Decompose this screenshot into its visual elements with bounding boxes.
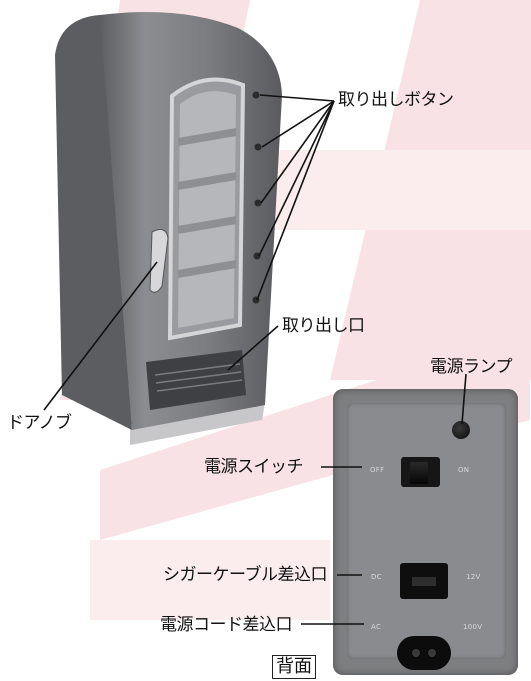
outlet-opening [146, 350, 246, 410]
panel-marking-dc: DC [371, 573, 382, 581]
callout-door-knob: ドアノブ [7, 413, 72, 433]
fridge-shelves [178, 128, 236, 278]
door-knob-icon [149, 229, 169, 293]
callout-outlet: 取り出し口 [282, 316, 365, 336]
panel-marking-ac-rating: 100V [463, 623, 483, 631]
rear-panel-inner [347, 403, 506, 659]
fridge-base [130, 403, 265, 445]
callout-power-cord-port: 電源コード差込口 [160, 615, 293, 635]
ac-socket [397, 636, 451, 670]
rear-panel [333, 389, 518, 675]
callout-power-switch: 電源スイッチ [204, 457, 304, 477]
panel-marking-off: OFF [370, 466, 385, 474]
panel-marking-ac: AC [371, 623, 382, 631]
dc-socket [400, 563, 448, 599]
eject-button-icons [252, 91, 262, 304]
power-lamp-indicator [452, 421, 470, 439]
panel-marking-on: ON [458, 466, 470, 474]
callout-eject-buttons: 取り出しボタン [338, 90, 454, 110]
callout-cigar-cable-port: シガーケーブル差込口 [163, 565, 327, 585]
back-side-caption: 背面 [272, 655, 316, 679]
callout-power-lamp: 電源ランプ [430, 357, 513, 377]
panel-marking-dc-rating: 12V [466, 573, 481, 581]
power-switch-control[interactable] [401, 457, 440, 487]
